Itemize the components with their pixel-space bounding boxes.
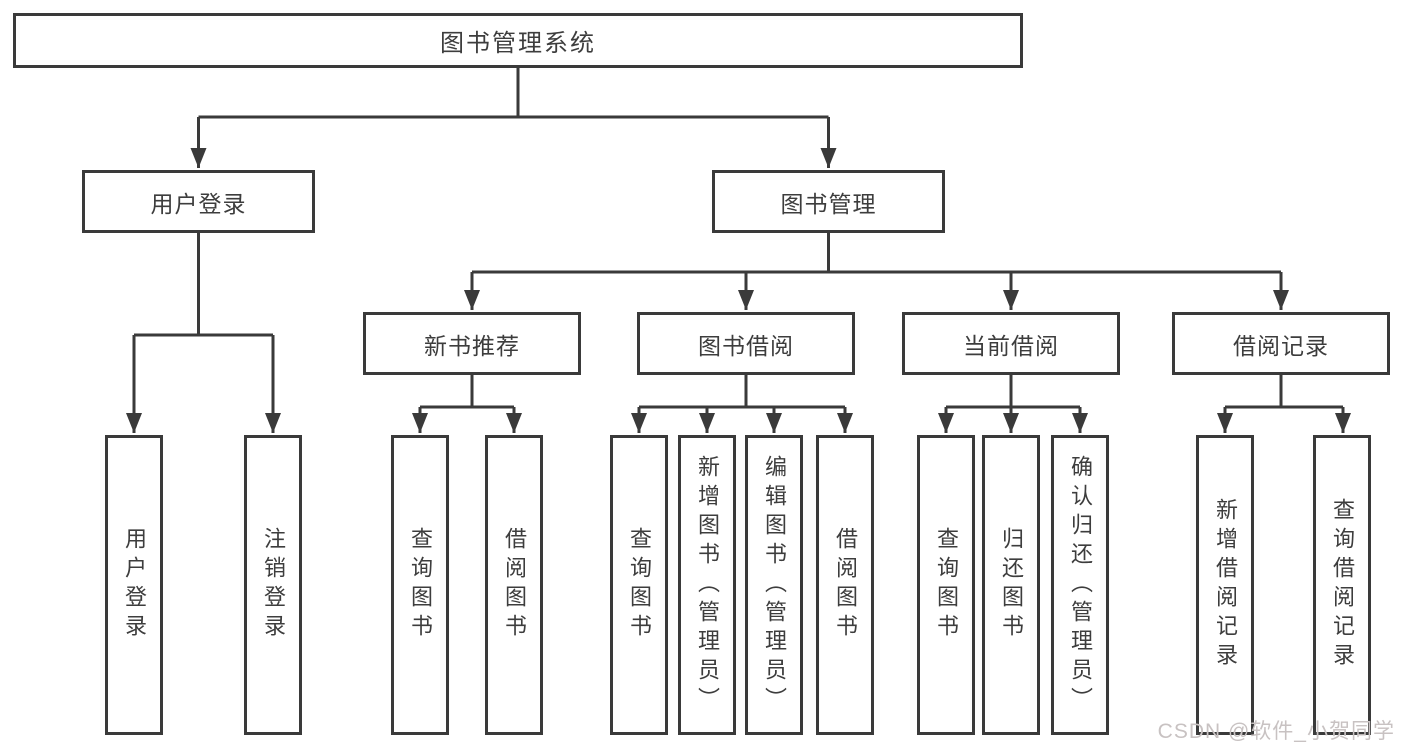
node-book-borrow-label: 图书借阅: [698, 332, 794, 359]
node-borrow-records-label: 借阅记录: [1233, 332, 1329, 359]
node-user-login: 用户登录: [82, 170, 315, 233]
leaf-logout: 注销登录: [244, 435, 302, 735]
leaf-query-books-borrow: 查询图书: [610, 435, 668, 735]
node-current-borrow-label: 当前借阅: [963, 332, 1059, 359]
leaf-add-book-admin-label: 新增图书（管理员）: [695, 454, 720, 716]
leaf-add-borrow-record-label: 新增借阅记录: [1213, 498, 1238, 672]
node-current-borrow: 当前借阅: [902, 312, 1120, 375]
leaf-query-borrow-record-label: 查询借阅记录: [1330, 498, 1355, 672]
leaf-borrow-books-recommend-label: 借阅图书: [502, 527, 527, 643]
leaf-add-borrow-record: 新增借阅记录: [1196, 435, 1254, 735]
node-new-book-recommend-label: 新书推荐: [424, 332, 520, 359]
leaf-borrow-books-label: 借阅图书: [833, 527, 858, 643]
leaf-borrow-books-recommend: 借阅图书: [485, 435, 543, 735]
node-book-management: 图书管理: [712, 170, 945, 233]
leaf-query-books-recommend-label: 查询图书: [408, 527, 433, 643]
leaf-user-login: 用户登录: [105, 435, 163, 735]
leaf-confirm-return-admin: 确认归还（管理员）: [1051, 435, 1109, 735]
leaf-user-login-label: 用户登录: [122, 527, 147, 643]
node-book-borrow: 图书借阅: [637, 312, 855, 375]
node-new-book-recommend: 新书推荐: [363, 312, 581, 375]
leaf-query-books-recommend: 查询图书: [391, 435, 449, 735]
leaf-logout-label: 注销登录: [261, 527, 286, 643]
node-library-system: 图书管理系统: [13, 13, 1023, 68]
leaf-edit-book-admin: 编辑图书（管理员）: [745, 435, 803, 735]
node-book-management-label: 图书管理: [780, 190, 877, 217]
leaf-add-book-admin: 新增图书（管理员）: [678, 435, 736, 735]
leaf-query-books-current: 查询图书: [917, 435, 975, 735]
leaf-query-borrow-record: 查询借阅记录: [1313, 435, 1371, 735]
csdn-watermark: CSDN @软件_小贺同学: [1157, 720, 1395, 743]
node-user-login-label: 用户登录: [150, 190, 247, 217]
leaf-query-books-current-label: 查询图书: [934, 527, 959, 643]
leaf-edit-book-admin-label: 编辑图书（管理员）: [762, 454, 787, 716]
leaf-confirm-return-admin-label: 确认归还（管理员）: [1068, 454, 1093, 716]
leaf-borrow-books: 借阅图书: [816, 435, 874, 735]
leaf-query-books-borrow-label: 查询图书: [627, 527, 652, 643]
node-borrow-records: 借阅记录: [1172, 312, 1390, 375]
node-library-system-label: 图书管理系统: [440, 30, 596, 57]
leaf-return-book: 归还图书: [982, 435, 1040, 735]
leaf-return-book-label: 归还图书: [999, 527, 1024, 643]
